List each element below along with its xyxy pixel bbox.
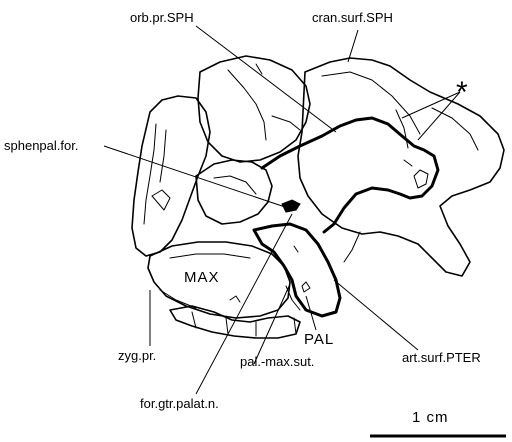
label-asterisk: * bbox=[456, 76, 468, 109]
labels: orb.pr.SPH cran.surf.SPH * sphenpal.for.… bbox=[4, 10, 481, 411]
label-art-surf-pter: art.surf.PTER bbox=[402, 350, 481, 365]
leader-lines bbox=[104, 26, 460, 394]
label-for-gtr-palat-n: for.gtr.palat.n. bbox=[140, 396, 219, 411]
leader-asterisk-1 bbox=[418, 92, 460, 140]
label-sphenpal-for: sphenpal.for. bbox=[4, 138, 78, 153]
label-max: MAX bbox=[184, 269, 220, 286]
label-orb-pr-sph: orb.pr.SPH bbox=[130, 10, 194, 25]
label-pal: PAL bbox=[304, 331, 334, 348]
bone-outlines bbox=[132, 56, 504, 338]
leader-cran-surf-sph bbox=[348, 30, 358, 62]
leader-orb-pr-sph bbox=[196, 26, 336, 132]
label-zyg-pr: zyg.pr. bbox=[118, 348, 156, 363]
label-pal-max-sut: pal.-max.sut. bbox=[240, 354, 314, 369]
scale-label: 1 cm bbox=[412, 409, 449, 426]
scale-bar: 1 cm bbox=[370, 409, 506, 436]
leader-pal-max-sut bbox=[254, 284, 290, 364]
leader-asterisk-2 bbox=[402, 92, 460, 118]
leader-art-surf-pter bbox=[334, 280, 418, 350]
label-cran-surf-sph: cran.surf.SPH bbox=[312, 10, 393, 25]
leader-sphenpal-for bbox=[104, 146, 288, 208]
